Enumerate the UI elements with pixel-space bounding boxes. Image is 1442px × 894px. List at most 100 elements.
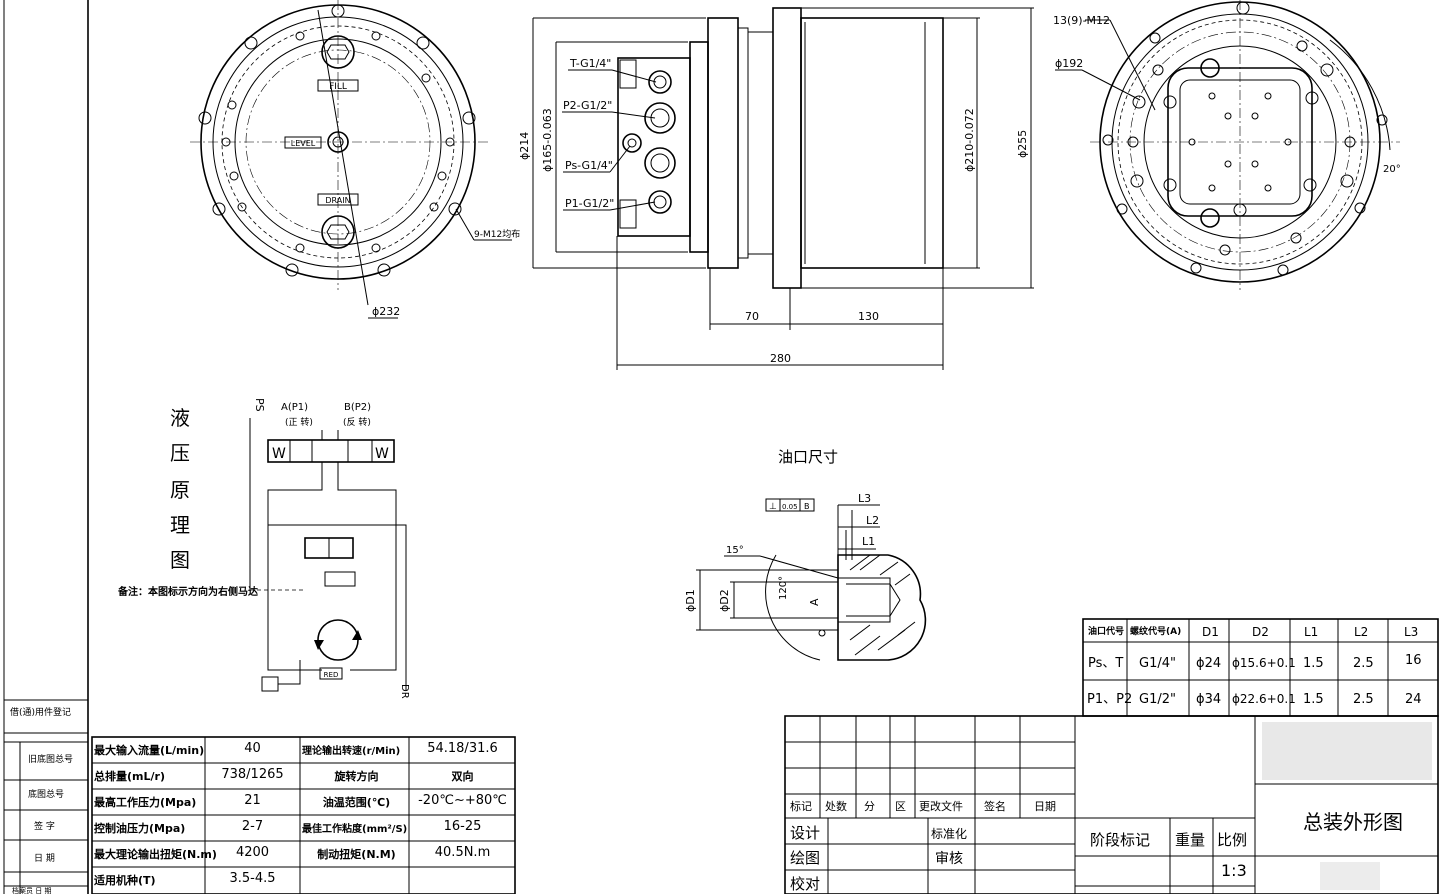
register-5: 档案员 日 期 <box>12 886 51 894</box>
spec-row: 控制油压力(Mpa) 2-7 最佳工作粘度(mm²/S) 16-25 <box>92 815 515 841</box>
section-hatch <box>849 554 916 656</box>
spec-label: 最大输入流量(L/min) <box>94 744 205 757</box>
standard-label: 标准化 <box>931 827 968 841</box>
svg-text:W: W <box>375 446 389 462</box>
fill-label: FILL <box>329 82 347 92</box>
port-row-0: Ps、T G1/4" ϕ24 ϕ15.6+0.1 1.5 2.5 16 <box>1088 653 1422 671</box>
scale-heading: 比例 <box>1217 831 1248 849</box>
spec-label: 制动扭矩(N.M) <box>317 848 396 861</box>
port-cell: Ps、T <box>1088 656 1123 671</box>
red-label: RED <box>324 671 339 679</box>
title-block-text: 标记 处数 分 区 更改文件 签名 日期 设计 绘图 校对 标准化 审核 阶段标… <box>785 716 1438 894</box>
port-cell: 1.5 <box>1303 656 1324 671</box>
check-label: 校对 <box>790 875 821 893</box>
spec-table-text: 最大输入流量(L/min) 40 理论输出转速(r/Min) 54.18/31.… <box>92 737 515 894</box>
port-cell: ϕ34 <box>1196 692 1221 707</box>
port-cell: G1/4" <box>1139 656 1176 671</box>
spec-row: 最大输入流量(L/min) 40 理论输出转速(r/Min) 54.18/31.… <box>92 737 515 763</box>
d2-label: ϕD2 <box>718 589 731 612</box>
bolt-note-label: 9-M12均布 <box>474 228 520 240</box>
spec-row: 最大理论输出扭矩(N.m) 4200 制动扭矩(N.M) 40.5N.m <box>92 841 515 867</box>
port-th-1: 螺纹代号(A) <box>1130 625 1181 637</box>
port-b-label: B(P2) <box>344 402 371 413</box>
port-cell: G1/2" <box>1139 692 1176 707</box>
design-label: 设计 <box>790 824 821 842</box>
port-cell: ϕ15.6+0.1 <box>1232 656 1296 670</box>
review-label: 审核 <box>935 851 963 867</box>
bolt-holes-left <box>198 4 476 277</box>
spec-label: 油温范围(℃) <box>322 796 391 809</box>
port-p1-label: P1-G1/2" <box>565 197 614 210</box>
dia-255-label: ϕ255 <box>1016 130 1029 158</box>
tol-symbol: ⊥ <box>769 502 777 512</box>
drawing-title: 总装外形图 <box>1303 810 1403 834</box>
port-cell: 16 <box>1405 653 1422 668</box>
tol-value: 0.05 <box>782 503 798 511</box>
hydraulic-schematic: 液 压 原 理 图 PS A(P1) (正 转) B(P2) (反 转) W W… <box>117 398 410 699</box>
company-logo-blur <box>1262 722 1432 780</box>
port-th-3: D2 <box>1252 625 1269 639</box>
drawing-frame <box>3 0 89 894</box>
drawing-number-blur <box>1320 862 1380 890</box>
drain-label: DRAIN <box>325 196 350 205</box>
port-th-2: D1 <box>1202 625 1219 639</box>
port-cell: ϕ22.6+0.1 <box>1232 692 1296 706</box>
dr-label: DR <box>399 684 410 699</box>
rev-header: 更改文件 <box>919 800 963 813</box>
rev-header: 区 <box>895 800 906 813</box>
spec-label: 最佳工作粘度(mm²/S) <box>302 824 408 835</box>
rev-header: 标记 <box>790 800 812 813</box>
spec-value: 4200 <box>235 845 270 860</box>
stage-label: 阶段标记 <box>1090 831 1151 849</box>
port-circles <box>622 70 676 214</box>
dia-214-label: ϕ214 <box>518 132 531 160</box>
side-register: 借(通)用件登记 旧底图总号 底图总号 签 字 日 期 档案员 日 期 <box>4 699 88 894</box>
port-th-5: L2 <box>1354 625 1368 639</box>
port-b-sub: (反 转) <box>343 416 371 428</box>
spec-label: 最大理论输出扭矩(N.m) <box>94 848 217 861</box>
port-a-label: A(P1) <box>281 402 308 413</box>
dia-165-label: ϕ165-0.063 <box>541 108 554 172</box>
spec-value: 16-25 <box>443 819 482 834</box>
fill-plug: FILL <box>317 35 359 92</box>
dia-192-label: ϕ192 <box>1055 57 1083 70</box>
inner-holes-right <box>1188 92 1292 192</box>
rev-header: 日期 <box>1034 800 1056 813</box>
spec-row: 适用机种(T) 3.5-4.5 <box>92 867 515 893</box>
spec-label: 适用机种(T) <box>94 874 156 887</box>
svg-text:W: W <box>272 446 286 462</box>
port-a-sub: (正 转) <box>285 416 313 428</box>
spec-value: 双向 <box>451 770 474 783</box>
port-detail-title: 油口尺寸 <box>778 448 838 466</box>
rev-header: 处数 <box>825 800 847 813</box>
level-label: LEVEL <box>291 139 316 148</box>
left-end-view: FILL LEVEL DRAIN ϕ232 9-M12均布 <box>190 0 520 319</box>
port-cell: 24 <box>1405 692 1422 707</box>
port-ps-label: Ps-G1/4" <box>565 159 613 172</box>
spec-label: 理论输出转速(r/Min) <box>302 746 401 757</box>
spec-label: 最高工作压力(Mpa) <box>94 796 197 809</box>
draw-label: 绘图 <box>790 849 821 867</box>
port-p2-label: P2-G1/2" <box>563 99 612 112</box>
register-0: 借(通)用件登记 <box>10 706 71 718</box>
l3-label: L3 <box>858 492 871 505</box>
l1-label: L1 <box>862 535 875 548</box>
spec-table <box>91 736 516 894</box>
register-4: 日 期 <box>34 853 55 864</box>
ps-label: PS <box>253 398 266 412</box>
register-3: 签 字 <box>34 820 55 832</box>
side-view: T-G1/4" P2-G1/2" Ps-G1/4" P1-G1/2" ϕ214 … <box>518 7 1034 370</box>
spec-value: 21 <box>244 793 261 808</box>
len-130-label: 130 <box>858 310 879 323</box>
hydraulic-title-5: 图 <box>170 548 190 572</box>
spec-value: 40.5N.m <box>434 845 491 860</box>
port-cell: 2.5 <box>1353 656 1374 671</box>
drain-plug: DRAIN <box>317 193 359 249</box>
register-2: 底图总号 <box>28 788 64 800</box>
port-cell: P1、P2 <box>1087 692 1132 707</box>
spec-value: 738/1265 <box>221 767 284 782</box>
spec-value: 54.18/31.6 <box>427 741 498 756</box>
port-row-1: P1、P2 G1/2" ϕ34 ϕ22.6+0.1 1.5 2.5 24 <box>1087 692 1422 707</box>
port-t-label: T-G1/4" <box>569 57 611 70</box>
